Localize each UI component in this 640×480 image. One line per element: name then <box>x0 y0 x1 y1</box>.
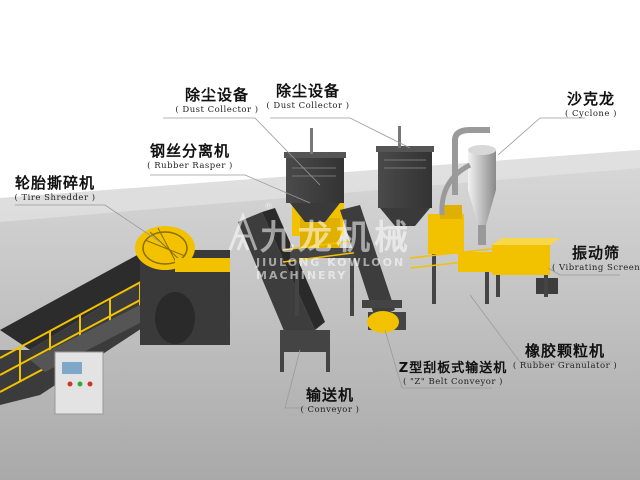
vibrating-screen <box>492 238 560 297</box>
label-rubber-granulator: 橡胶颗粒机 ( Rubber Granulator ) <box>512 342 618 371</box>
leader-lines <box>15 117 620 409</box>
watermark-en: JIULONG KOWLOON MACHINERY <box>256 256 406 282</box>
label-cyclone: 沙克龙 ( Cyclone ) <box>565 90 617 119</box>
tire-shredder <box>54 226 230 415</box>
cyclone <box>439 127 496 245</box>
watermark-cn: 九龙机械 <box>260 218 412 258</box>
watermark: 九龙机械 ® JIULONG KOWLOON MACHINERY <box>226 202 456 282</box>
label-vibrating-screen: 振动筛 ( Vibrating Screen ) <box>552 244 640 273</box>
label-tire-shredder: 轮胎撕碎机 ( Tire Shredder ) <box>14 174 96 203</box>
label-conveyor: 输送机 ( Conveyor ) <box>300 386 360 415</box>
dust-collector-1 <box>284 128 346 222</box>
label-dust-collector-2: 除尘设备 ( Dust Collector ) <box>266 82 350 111</box>
dust-collector-2 <box>376 126 434 226</box>
registered-mark: ® <box>264 202 273 212</box>
rubber-granulator <box>409 205 501 304</box>
label-rubber-rasper: 钢丝分离机 ( Rubber Rasper ) <box>147 142 233 171</box>
label-z-belt-conveyor: Z型刮板式输送机 ( "Z" Belt Conveyor ) <box>398 361 508 387</box>
z-belt-conveyor <box>340 205 406 333</box>
jiulong-logo-icon <box>228 212 258 251</box>
label-dust-collector-1: 除尘设备 ( Dust Collector ) <box>175 86 259 115</box>
